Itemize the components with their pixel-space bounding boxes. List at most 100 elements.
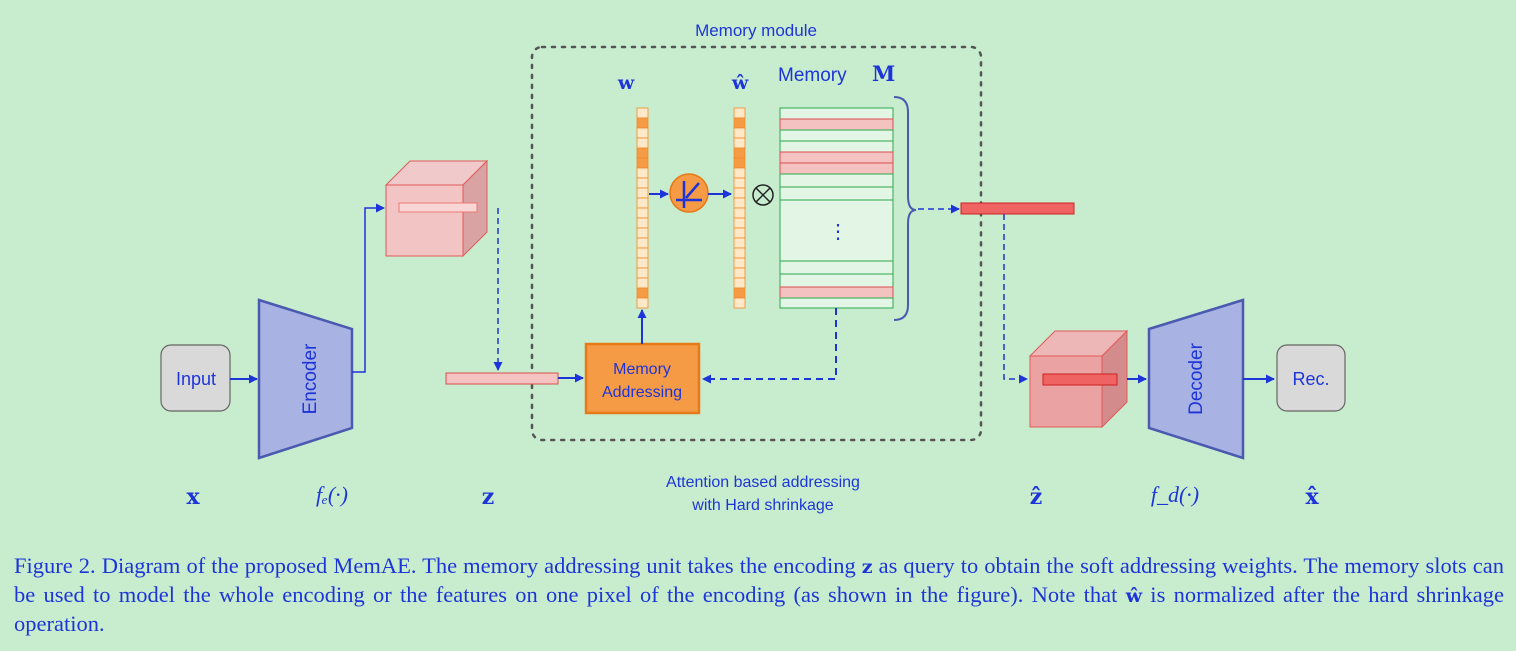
- vector-cell: [733, 267, 746, 279]
- label-z-hat: ẑ: [1030, 484, 1043, 510]
- memory-slot: [779, 140, 894, 153]
- memory-slot: [779, 107, 894, 120]
- vector-cell: [636, 227, 649, 239]
- multiply-icon: [752, 184, 774, 206]
- vector-cell: [636, 127, 649, 139]
- memae-diagram: Memory module Input Encoder Memory Addre…: [160, 21, 1346, 514]
- memory-module-box: [530, 45, 983, 442]
- vector-cell: [733, 197, 746, 209]
- arrow-feature-cube: [1003, 214, 1028, 384]
- caption-part1: Figure 2. Diagram of the proposed MemAE.…: [14, 553, 862, 578]
- memory-slot: [779, 297, 894, 309]
- label-x: x: [186, 484, 200, 510]
- vector-cell: [636, 107, 649, 119]
- vector-cell: [636, 197, 649, 209]
- vector-cell: [636, 277, 649, 289]
- addressing-label-line2: Addressing: [602, 384, 682, 401]
- encoding-cube: [384, 159, 489, 258]
- vector-cell: [733, 157, 746, 169]
- vector-cell: [636, 237, 649, 249]
- memory-slot: [779, 173, 894, 188]
- vector-cell: [733, 257, 746, 269]
- vector-cell: [636, 117, 649, 129]
- vector-cell: [733, 147, 746, 159]
- vector-cell: [733, 247, 746, 259]
- retrieved-feature-bar: [960, 202, 1075, 215]
- vector-cell: [733, 217, 746, 229]
- memory-slot: [779, 118, 894, 131]
- memory-slot: [779, 151, 894, 164]
- vector-cell: [636, 297, 649, 309]
- memory-slot: [779, 129, 894, 142]
- z-hat-feature-bar: [1042, 373, 1118, 386]
- memory-slot: [779, 186, 894, 201]
- z-hat-cube: [1028, 329, 1129, 429]
- label-z: z: [482, 484, 495, 510]
- encoder-block: Encoder: [257, 298, 354, 460]
- memory-matrix: [779, 107, 894, 309]
- vector-cell: [636, 247, 649, 259]
- memory-label: Memory: [778, 65, 847, 86]
- vector-cell: [733, 117, 746, 129]
- attention-label-line1: Attention based addressing: [666, 474, 860, 491]
- encoder-label: Encoder: [300, 343, 321, 414]
- arrow-encoder-cube: [352, 203, 385, 373]
- memory-slot: [779, 199, 894, 262]
- vector-cell: [636, 147, 649, 159]
- decoder-label: Decoder: [1186, 342, 1207, 414]
- vector-cell: [636, 187, 649, 199]
- vector-cell: [636, 157, 649, 169]
- memory-brace: [893, 96, 917, 321]
- memory-module-title: Memory module: [695, 21, 817, 40]
- vector-cell: [636, 267, 649, 279]
- pixel-feature-bar: [398, 202, 478, 213]
- vector-cell: [733, 297, 746, 309]
- vector-cell: [636, 207, 649, 219]
- vector-cell: [636, 217, 649, 229]
- memory-symbol: M: [872, 61, 895, 86]
- vector-cell: [636, 137, 649, 149]
- w-symbol: w: [617, 72, 635, 94]
- label-x-hat: x̂: [1305, 484, 1319, 510]
- vector-cell: [733, 277, 746, 289]
- input-block: Input: [160, 344, 231, 412]
- vector-cell: [733, 167, 746, 179]
- vector-cell: [733, 107, 746, 119]
- vector-cell: [733, 227, 746, 239]
- memory-ellipsis: ⋮: [828, 221, 848, 243]
- memory-slot: [779, 162, 894, 175]
- decoder-block: Decoder: [1147, 298, 1245, 460]
- label-fe: fₑ(·): [316, 482, 348, 507]
- vector-cell: [733, 137, 746, 149]
- w-hat-symbol: ŵ: [731, 72, 749, 94]
- addressing-label-line1: Memory: [613, 361, 671, 378]
- memory-slot: [779, 260, 894, 275]
- z-encoding-bar: [445, 372, 559, 385]
- caption-part2: as query to obtain the soft addressing w…: [14, 553, 1504, 607]
- rec-block: Rec.: [1276, 344, 1346, 412]
- memory-addressing-block: Memory Addressing: [584, 342, 701, 415]
- label-fd: f_d(·): [1151, 482, 1199, 507]
- input-label: Input: [176, 369, 216, 389]
- caption-z: z: [861, 556, 873, 578]
- memory-slot: [779, 286, 894, 299]
- rec-label: Rec.: [1292, 369, 1329, 389]
- vector-cell: [636, 177, 649, 189]
- arrow-memory-addressing: [702, 308, 837, 384]
- vector-cell: [733, 127, 746, 139]
- vector-cell: [636, 257, 649, 269]
- caption-part3: is normalized after the hard shrinkage o…: [14, 582, 1505, 636]
- vector-cell: [636, 167, 649, 179]
- vector-cell: [733, 287, 746, 299]
- w-vector: [636, 107, 649, 309]
- vector-cell: [733, 237, 746, 249]
- hard-shrinkage-icon: [669, 173, 709, 213]
- vector-cell: [733, 177, 746, 189]
- memory-slot: [779, 273, 894, 288]
- caption-w-hat: ŵ: [1125, 585, 1143, 607]
- vector-cell: [733, 187, 746, 199]
- attention-label-line2: with Hard shrinkage: [691, 497, 834, 514]
- figure-caption: Figure 2. Diagram of the proposed MemAE.…: [14, 552, 1504, 638]
- w-hat-vector: [733, 107, 746, 309]
- vector-cell: [733, 207, 746, 219]
